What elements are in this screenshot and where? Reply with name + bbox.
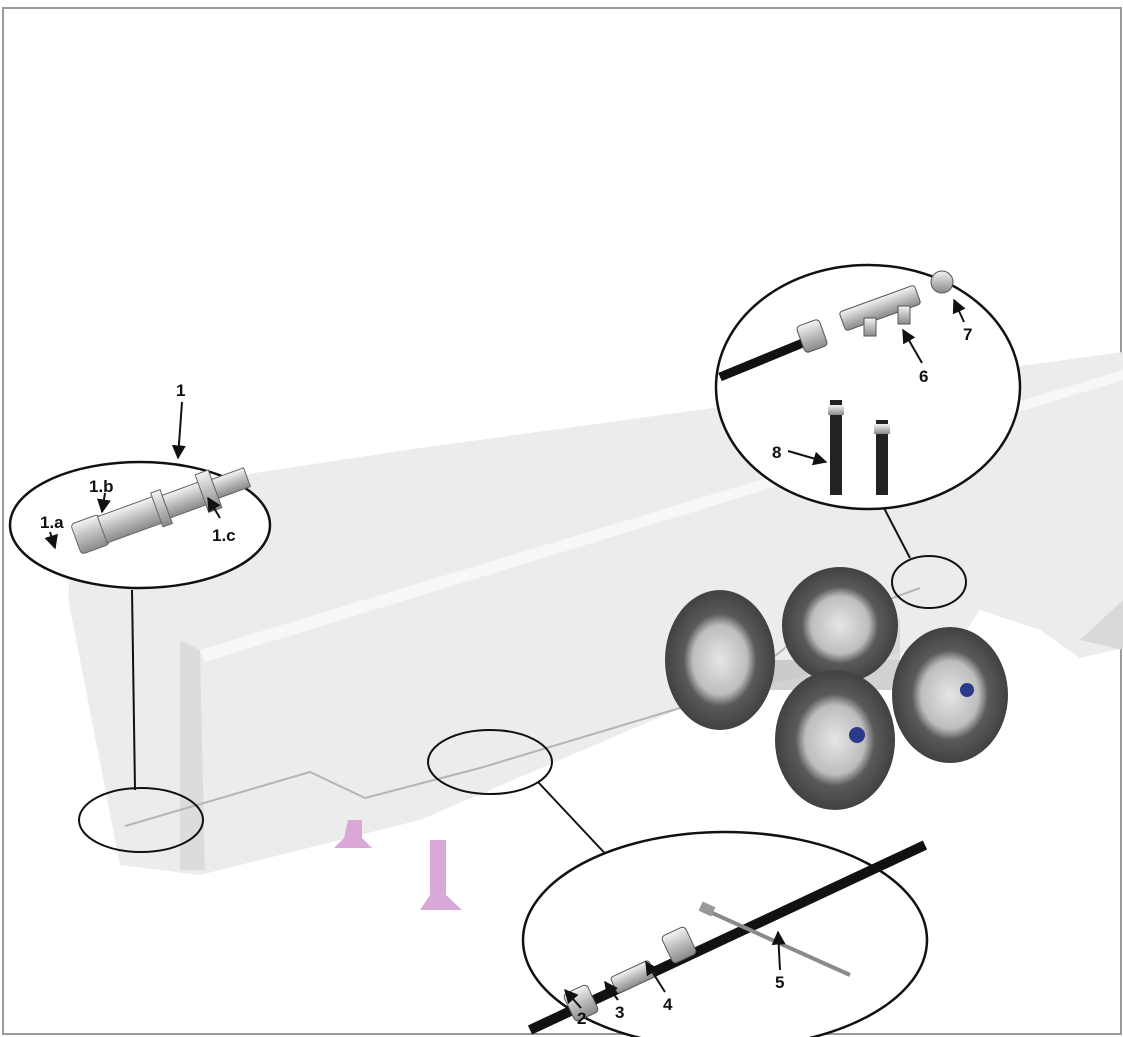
callout-3: 3: [615, 1003, 624, 1022]
wheel-rear-left: [665, 590, 775, 730]
callout-1c: 1.c: [212, 526, 236, 545]
callout-4: 4: [663, 995, 673, 1014]
detail-bubble-coupling: [523, 832, 927, 1037]
callout-5: 5: [775, 973, 784, 992]
wheel-rear-right: [782, 567, 898, 683]
callout-1: 1: [176, 381, 185, 400]
callout-6: 6: [919, 367, 928, 386]
wheel-front-left: [775, 670, 895, 810]
callout-8: 8: [772, 443, 781, 462]
detail-bubble-manifold: [716, 265, 1020, 509]
callout-1a: 1.a: [40, 513, 64, 532]
callout-2: 2: [577, 1009, 586, 1028]
callout-7: 7: [963, 325, 972, 344]
wheel-front-right: [892, 627, 1008, 763]
callout-1b: 1.b: [89, 477, 114, 496]
